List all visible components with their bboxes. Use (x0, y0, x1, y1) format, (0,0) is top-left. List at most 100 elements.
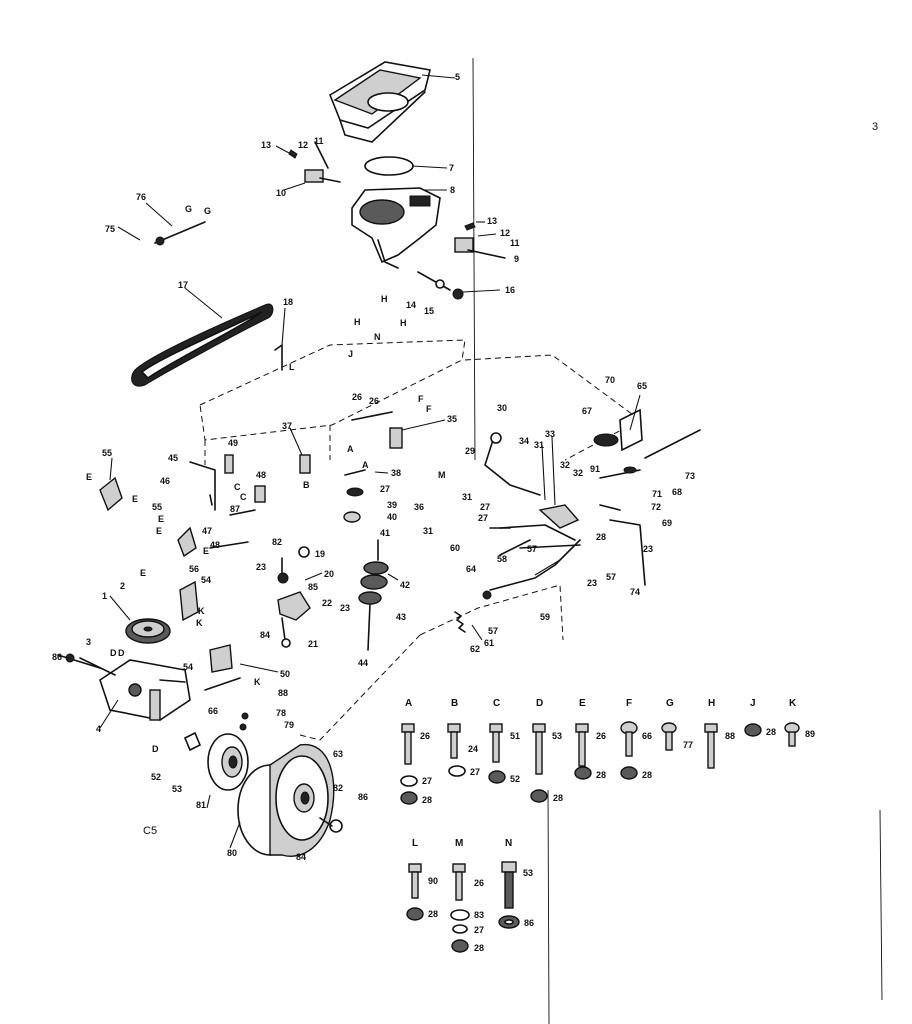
legend-F: F 66 28 (620, 698, 652, 780)
svg-text:28: 28 (474, 943, 484, 953)
callout-39: 39 (387, 500, 397, 510)
callout-46: 46 (160, 476, 170, 486)
callout-15: 15 (424, 306, 434, 316)
callout-11-left: 11 (314, 136, 324, 146)
callout-4: 4 (96, 724, 101, 734)
svg-text:E: E (579, 698, 586, 709)
callout-G-1: G (185, 204, 192, 214)
callout-86-left: 86 (52, 652, 62, 662)
callout-E-5: E (203, 546, 209, 556)
parts-75-76-rod (117, 202, 206, 246)
callout-68: 68 (672, 487, 682, 497)
callout-64: 64 (466, 564, 476, 574)
parts-61-64-spring (454, 611, 483, 641)
callout-16: 16 (505, 285, 515, 295)
callout-26-b: 26 (369, 396, 379, 406)
svg-text:K: K (789, 698, 797, 709)
callout-31-a: 31 (534, 440, 544, 450)
callout-J: J (348, 349, 353, 359)
callout-28-right: 28 (596, 532, 606, 542)
callout-M: M (438, 470, 446, 480)
callout-66: 66 (208, 706, 218, 716)
svg-text:F: F (626, 698, 632, 709)
parts-10-13-left-latch (275, 141, 341, 191)
parts-50-56-brackets (179, 580, 279, 691)
callout-49: 49 (228, 438, 238, 448)
part-18-bracket (274, 307, 286, 371)
callout-53: 53 (172, 784, 182, 794)
parts-31-34-shift-plate (499, 436, 580, 541)
callout-85: 85 (308, 582, 318, 592)
callout-H-1: H (381, 294, 388, 304)
callout-81: 81 (196, 800, 206, 810)
callout-78: 78 (276, 708, 286, 718)
callout-82-b: 82 (333, 783, 343, 793)
callout-82: 82 (272, 537, 282, 547)
callout-7: 7 (449, 163, 454, 173)
legend-A: A 26 27 28 (400, 698, 432, 805)
callout-40: 40 (387, 512, 397, 522)
part-80-tire (229, 744, 335, 857)
hardware-legend: A 26 27 28 B 24 27 C 51 52 D 53 (400, 698, 815, 953)
callout-27-b: 27 (480, 502, 490, 512)
svg-text:27: 27 (474, 925, 484, 935)
callout-23-c: 23 (587, 578, 597, 588)
callout-B: B (303, 480, 310, 490)
callout-57-c: 57 (488, 626, 498, 636)
svg-text:27: 27 (470, 767, 480, 777)
callout-87-left: 87 (230, 504, 240, 514)
callout-33: 33 (545, 429, 555, 439)
callout-29: 29 (465, 446, 475, 456)
legend-K: K 89 (784, 698, 815, 747)
callout-79: 79 (284, 720, 294, 730)
separator-line-right (879, 809, 883, 1001)
legend-H: H 88 (704, 698, 735, 769)
callout-50: 50 (280, 669, 290, 679)
svg-text:90: 90 (428, 876, 438, 886)
callout-88: 88 (278, 688, 288, 698)
callout-E-6: E (140, 568, 146, 578)
callout-35: 35 (447, 414, 457, 424)
svg-text:28: 28 (642, 770, 652, 780)
callout-84: 84 (260, 630, 270, 640)
callout-23-d: 23 (643, 544, 653, 554)
svg-text:89: 89 (805, 729, 815, 739)
part-7-ring (364, 156, 448, 176)
callout-65: 65 (637, 381, 647, 391)
part-8-housing (351, 187, 447, 269)
callout-47: 47 (202, 526, 212, 536)
svg-text:H: H (708, 698, 715, 709)
callout-8: 8 (450, 185, 455, 195)
callout-D-3: D (152, 744, 159, 754)
callout-21: 21 (308, 639, 318, 649)
callout-69: 69 (662, 518, 672, 528)
part-53-spacer (183, 731, 202, 752)
svg-text:M: M (455, 838, 463, 849)
callout-42: 42 (400, 580, 410, 590)
svg-text:26: 26 (596, 731, 606, 741)
svg-text:83: 83 (474, 910, 484, 920)
callout-45: 45 (168, 453, 178, 463)
parts-14-16-pin (417, 271, 501, 300)
part-30-lever (484, 432, 541, 496)
part-55-bracket-top (99, 457, 123, 512)
callout-E-2: E (132, 494, 138, 504)
separator-line-bottom (547, 789, 550, 1024)
callout-52: 52 (151, 772, 161, 782)
part-4-transaxle (79, 657, 191, 729)
legend-J: J 28 (744, 698, 776, 737)
callout-31-b: 31 (462, 492, 472, 502)
svg-text:26: 26 (474, 878, 484, 888)
callout-57-b: 57 (606, 572, 616, 582)
svg-text:28: 28 (766, 727, 776, 737)
part-5-chute-cover (329, 61, 456, 143)
svg-text:A: A (405, 698, 412, 709)
callout-H-2: H (354, 317, 361, 327)
callout-54-b: 54 (183, 662, 193, 672)
svg-text:26: 26 (420, 731, 430, 741)
callout-31-c: 31 (423, 526, 433, 536)
svg-text:24: 24 (468, 744, 478, 754)
legend-L: L 90 28 (406, 838, 438, 921)
callout-32-b: 32 (573, 468, 583, 478)
legend-N: N 53 86 (498, 838, 534, 929)
